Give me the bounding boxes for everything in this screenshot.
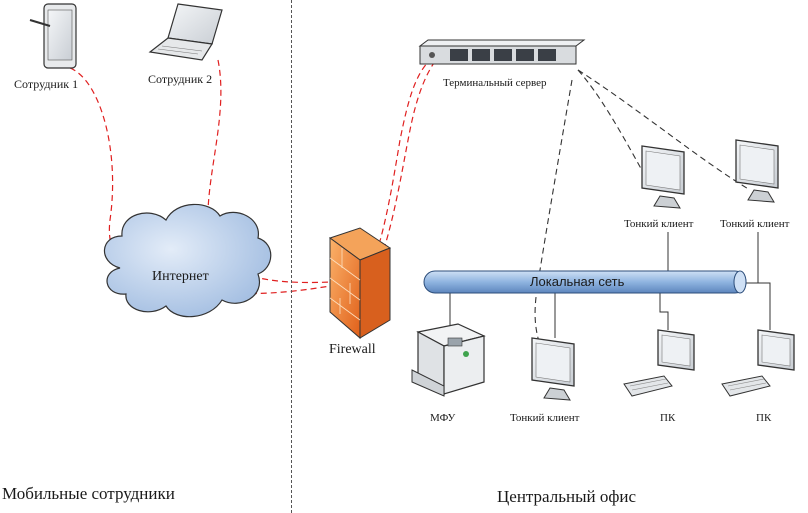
pc-label: ПК [756,412,772,424]
firewall-label: Firewall [329,342,376,357]
thin-client-label: Тонкий клиент [624,218,694,230]
server-icon [418,39,586,65]
cloud-icon [103,203,272,318]
terminal-links [534,69,751,346]
keyboard-icon [721,375,771,397]
lan-bus [423,270,747,294]
printer-icon [411,323,486,397]
monitor-icon [531,337,575,401]
mobile-zone-label: Мобильные сотрудники [2,484,175,503]
mfp-label: МФУ [430,412,456,424]
thin-client-label: Тонкий клиент [720,218,790,230]
terminal-server-label: Терминальный сервер [443,77,547,89]
tablet-icon [29,3,77,69]
lan-drops [449,232,771,338]
thin-client-label: Тонкий клиент [510,412,580,424]
laptop-icon [148,3,223,61]
lan-label: Локальная сеть [530,274,625,289]
office-zone-label: Центральный офис [497,487,637,506]
firewall-icon [328,227,392,340]
zone-divider [291,0,292,513]
monitor-icon [735,139,779,203]
pc-label: ПК [660,412,676,424]
monitor-icon [641,145,685,209]
employee1-label: Сотрудник 1 [14,77,79,91]
employee2-label: Сотрудник 2 [148,72,213,86]
internet-label: Интернет [152,269,209,284]
monitor-icon [657,329,695,371]
keyboard-icon [623,375,673,397]
monitor-icon [757,329,795,371]
